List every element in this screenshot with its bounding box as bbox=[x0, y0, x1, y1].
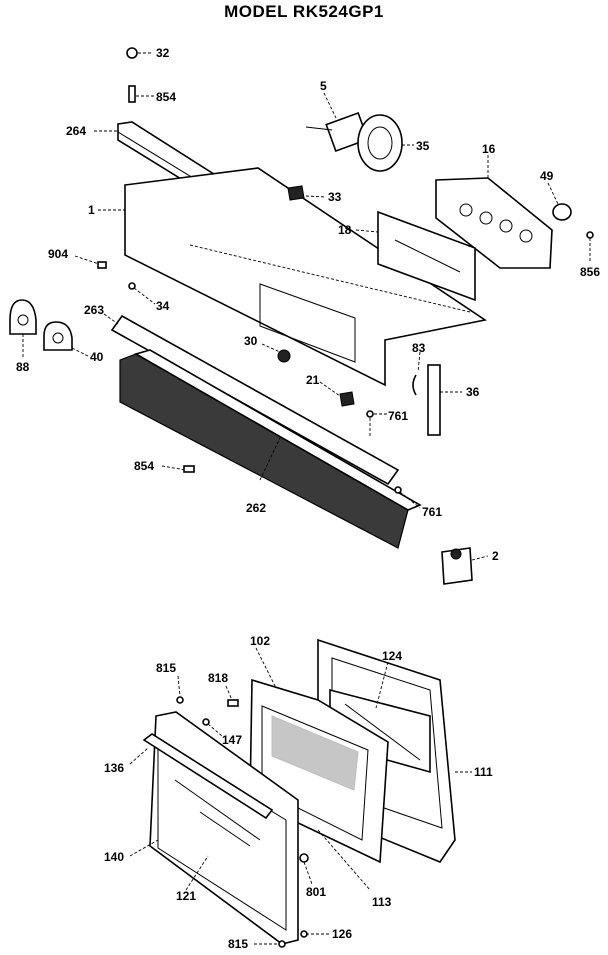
part-815-screw-lower bbox=[254, 940, 286, 948]
part-147-clip bbox=[202, 718, 223, 737]
label-854-top: 854 bbox=[156, 90, 176, 104]
label-16: 16 bbox=[482, 142, 496, 156]
label-126: 126 bbox=[332, 927, 352, 941]
label-815-upper: 815 bbox=[156, 661, 176, 675]
part-34-clip bbox=[128, 282, 156, 305]
part-904-screw bbox=[74, 255, 107, 269]
label-21: 21 bbox=[306, 373, 320, 387]
label-121: 121 bbox=[176, 889, 196, 903]
part-18-overlay bbox=[355, 210, 476, 302]
label-35: 35 bbox=[416, 139, 430, 153]
part-854-screw-top bbox=[128, 85, 154, 103]
label-1: 1 bbox=[88, 203, 95, 217]
label-34: 34 bbox=[156, 299, 170, 313]
label-36: 36 bbox=[466, 385, 480, 399]
part-49-knob bbox=[547, 182, 572, 221]
part-818-screw bbox=[225, 685, 239, 707]
part-761-screw-lower bbox=[394, 486, 421, 509]
label-18: 18 bbox=[338, 223, 352, 237]
part-815-screw-upper bbox=[176, 675, 184, 704]
label-33: 33 bbox=[328, 190, 342, 204]
diagram-title: MODEL RK524GP1 bbox=[224, 2, 384, 21]
part-21-switch bbox=[319, 381, 355, 407]
part-801-screw bbox=[299, 853, 313, 885]
part-16-control-assembly bbox=[435, 155, 553, 269]
part-36-side-strip bbox=[427, 364, 462, 436]
label-856: 856 bbox=[580, 265, 600, 279]
label-113: 113 bbox=[372, 895, 392, 909]
label-140: 140 bbox=[104, 850, 124, 864]
label-262: 262 bbox=[246, 501, 266, 515]
label-801: 801 bbox=[306, 885, 326, 899]
label-147: 147 bbox=[222, 733, 242, 747]
part-83-clip bbox=[412, 351, 421, 396]
label-49: 49 bbox=[540, 169, 554, 183]
part-854-screw-lower bbox=[161, 465, 195, 473]
label-263: 263 bbox=[84, 303, 104, 317]
part-35-timer bbox=[357, 114, 414, 172]
label-5: 5 bbox=[320, 79, 327, 93]
label-815-lower: 815 bbox=[228, 937, 248, 951]
part-113-insulation bbox=[317, 829, 371, 891]
label-102: 102 bbox=[250, 634, 270, 648]
label-818: 818 bbox=[208, 671, 228, 685]
label-30: 30 bbox=[244, 334, 258, 348]
label-854-lower: 854 bbox=[134, 459, 154, 473]
part-40-end-cap bbox=[43, 321, 89, 357]
label-40: 40 bbox=[90, 350, 104, 364]
label-136: 136 bbox=[104, 761, 124, 775]
part-88-end-cap bbox=[9, 299, 37, 358]
part-262-vent-grille bbox=[119, 349, 422, 549]
label-111: 111 bbox=[474, 765, 493, 779]
label-88: 88 bbox=[16, 360, 30, 374]
part-30-knob bbox=[261, 343, 291, 363]
label-2: 2 bbox=[492, 549, 499, 563]
part-126-screw bbox=[300, 930, 330, 938]
label-83: 83 bbox=[412, 341, 426, 355]
label-264: 264 bbox=[66, 124, 86, 138]
part-32-cap bbox=[126, 47, 152, 59]
part-136-door-handle bbox=[129, 733, 274, 820]
label-761-lower: 761 bbox=[422, 505, 442, 519]
label-124: 124 bbox=[382, 649, 402, 663]
part-1-backguard-panel bbox=[98, 167, 488, 387]
label-761-upper: 761 bbox=[388, 409, 408, 423]
part-263-lower-trim bbox=[103, 313, 400, 486]
part-856-screw bbox=[586, 231, 594, 262]
part-2-bracket bbox=[441, 547, 489, 585]
label-904: 904 bbox=[48, 247, 68, 261]
part-33-bracket bbox=[287, 185, 327, 201]
part-761-screw-upper bbox=[366, 410, 388, 438]
label-32: 32 bbox=[156, 46, 170, 60]
